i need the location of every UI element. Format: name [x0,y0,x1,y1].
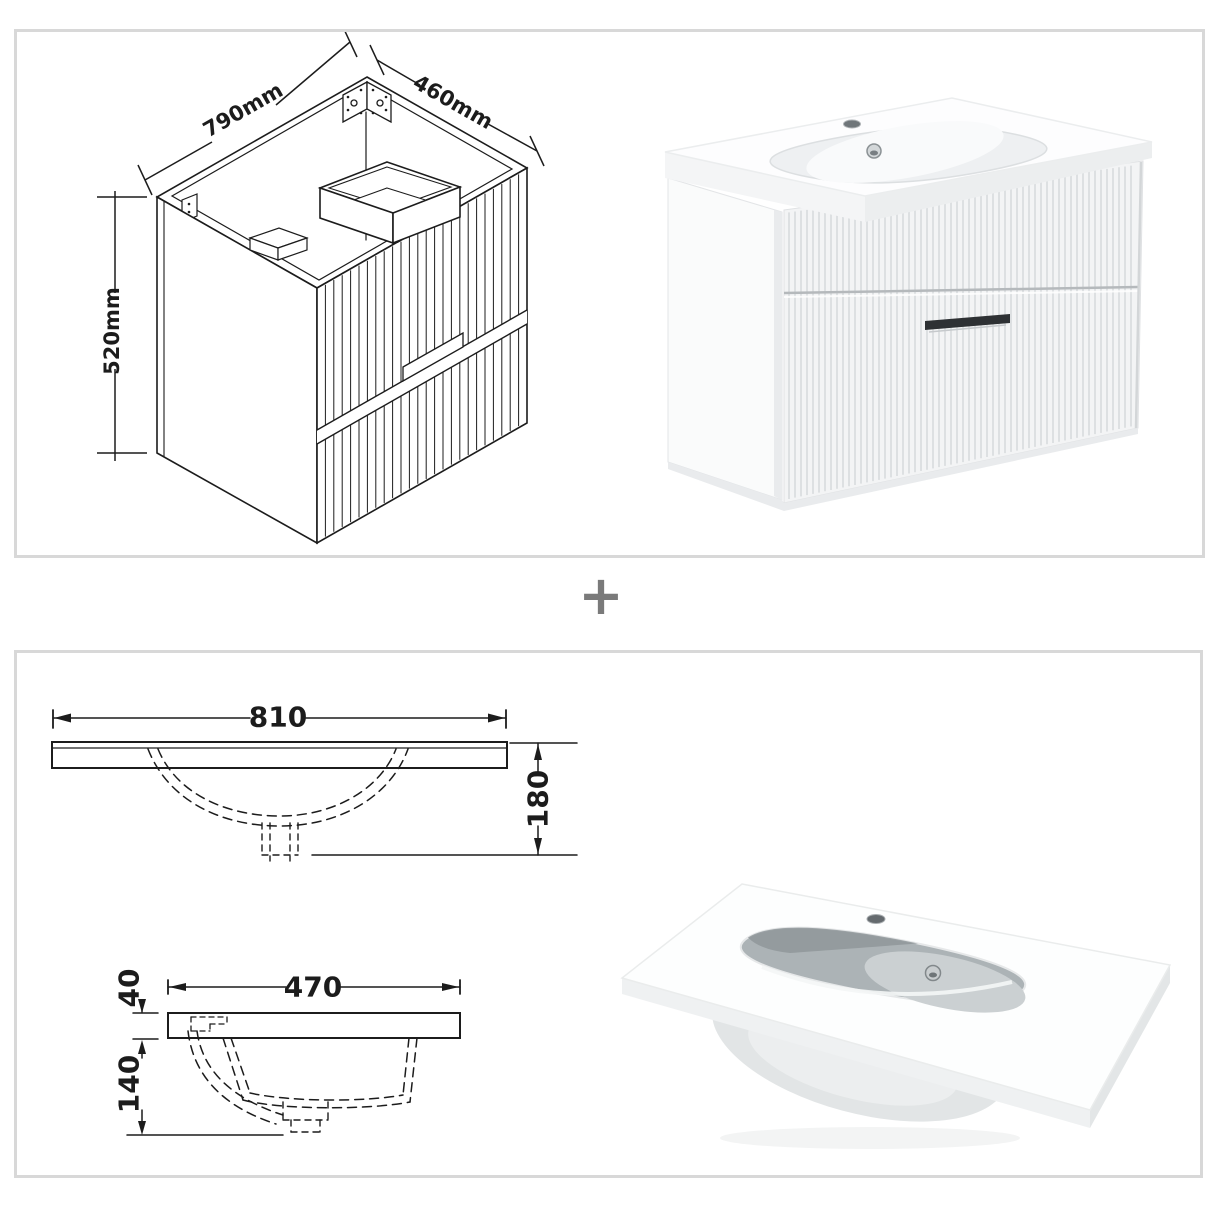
basin-photo [620,883,1172,1149]
drain-front-view [261,822,299,862]
basin-side-view-drawing [126,979,461,1136]
basin-depth-label: 470 [284,971,342,1004]
countertop-front-edge [665,152,865,222]
cabinet-panel-canvas: 790mm 460mm 520mm [97,32,1153,545]
basin-front-view-drawing [51,709,578,862]
basin-shadow [720,1127,1020,1149]
cabinet-photo-left-side [667,177,783,501]
rail-notch [248,227,309,261]
drawer-seam [783,285,1139,295]
basin-rim-thickness-label: 40 [113,969,146,1008]
cabinet-line-drawing [155,76,529,545]
basin-width-label: 810 [249,701,307,734]
plus-separator: + [578,564,624,627]
cabinet-panel: 790mm 460mm 520mm [14,29,1205,558]
drawer-handle-recess-bottom [402,331,464,383]
basin-panel-canvas: 810 180 [51,701,1172,1149]
drawer-handle-bottom [925,314,1010,330]
basin-panel: 810 180 [14,650,1203,1178]
basin-front-edge [622,978,1090,1128]
basin-bowl-depth-label: 140 [113,1055,146,1113]
cabinet-photo [664,97,1153,511]
tap-hole-icon [866,914,886,924]
inner-drawer-box [317,161,463,245]
tap-hole-icon [843,119,861,129]
overflow-channel [190,1016,228,1032]
cabinet-height-label: 520mm [100,287,124,375]
cabinet-dimensions [97,32,545,461]
drain-side-view [282,1101,329,1133]
corner-bracket-icon [342,80,392,124]
flute-lines [324,174,520,537]
basin-height-label: 180 [522,770,555,828]
